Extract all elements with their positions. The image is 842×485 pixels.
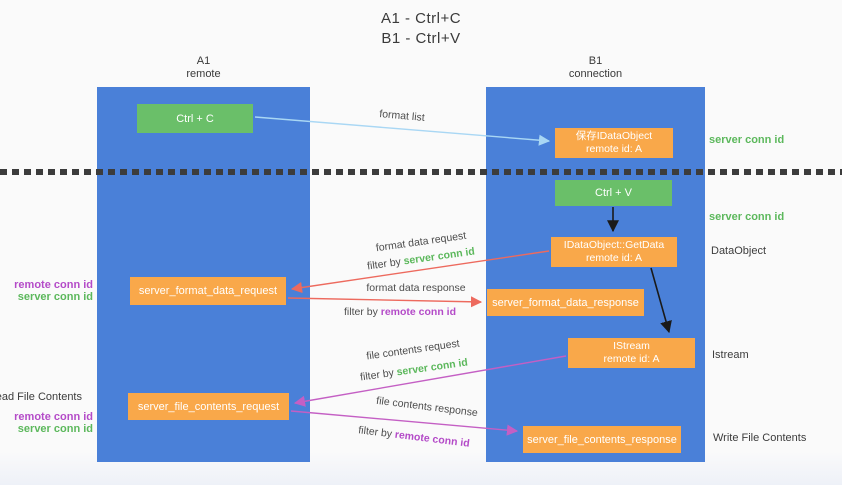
getdata-line2: remote id: A — [585, 252, 643, 264]
left-remote-conn-id-label-1: remote conn id — [14, 279, 93, 291]
dotted-separator-line — [0, 169, 842, 175]
filter-by-text: filter by — [343, 306, 381, 318]
ctrl-v-label: Ctrl + V — [595, 187, 632, 199]
write-file-contents-label: Write File Contents — [713, 432, 807, 444]
diagram-title: A1 - Ctrl+C B1 - Ctrl+V — [0, 9, 842, 49]
ctrl-c-box: Ctrl + C — [137, 104, 253, 133]
column-a1-subtitle: remote — [186, 68, 221, 80]
filter-by-remote-conn-id-label-1: filter by remote conn id — [344, 306, 456, 318]
column-b1-subtitle: connection — [568, 68, 623, 80]
format-data-response-label: format data response — [366, 282, 466, 294]
ctrl-c-label: Ctrl + C — [176, 112, 214, 125]
remote-conn-id-text: remote conn id — [394, 428, 471, 450]
server-file-contents-request-label: server_file_contents_request — [137, 400, 280, 413]
filter-by-text: filter by — [366, 255, 405, 273]
column-header-b1: B1 connection — [486, 55, 705, 81]
dataobject-label: DataObject — [711, 245, 767, 257]
istream-line2: remote id: A — [603, 353, 660, 365]
filter-by-remote-conn-id-label-2: filter by remote conn id — [358, 424, 471, 450]
title-line-a1: A1 - Ctrl+C — [380, 10, 462, 27]
save-idataobject-line1: 保存IDataObject — [575, 130, 653, 142]
ctrl-v-box: Ctrl + V — [555, 180, 672, 206]
istream-box: IStream remote id: A — [568, 338, 695, 368]
read-file-contents-label: Read File Contents — [0, 391, 82, 403]
format-data-response-arrow — [287, 296, 483, 308]
save-idataobject-box: 保存IDataObject remote id: A — [555, 128, 673, 158]
column-b1-name: B1 — [588, 55, 603, 67]
column-header-a1: A1 remote — [97, 55, 310, 81]
server-format-data-request-label: server_format_data_request — [138, 285, 278, 297]
right-server-conn-id-label-mid: server conn id — [709, 211, 785, 223]
file-contents-response-label: file contents response — [375, 394, 479, 420]
server-file-contents-request-box: server_file_contents_request — [128, 393, 289, 420]
server-format-data-response-box: server_format_data_response — [487, 289, 644, 316]
save-idataobject-line2: remote id: A — [585, 143, 643, 155]
left-remote-conn-id-label-2: remote conn id — [14, 411, 93, 423]
server-format-data-response-label: server_format_data_response — [492, 296, 639, 309]
filter-by-text: filter by — [359, 366, 398, 384]
column-a1-name: A1 — [196, 55, 211, 67]
format-list-label: format list — [378, 108, 426, 124]
left-server-conn-id-label-2: server conn id — [17, 423, 93, 435]
right-server-conn-id-label-top: server conn id — [709, 134, 785, 146]
getdata-line1: IDataObject::GetData — [563, 239, 665, 251]
server-conn-id-text: server conn id — [395, 356, 469, 379]
remote-conn-id-text: remote conn id — [380, 306, 457, 318]
filter-by-text: filter by — [357, 424, 396, 441]
istream-side-label: Istream — [712, 349, 749, 361]
left-server-conn-id-label-1: server conn id — [17, 291, 93, 303]
title-line-b1: B1 - Ctrl+V — [381, 30, 461, 47]
server-format-data-request-box: server_format_data_request — [130, 277, 286, 305]
server-file-contents-response-label: server_file_contents_response — [527, 433, 677, 446]
server-file-contents-response-box: server_file_contents_response — [523, 426, 681, 453]
idataobject-getdata-box: IDataObject::GetData remote id: A — [551, 237, 677, 267]
istream-line1: IStream — [613, 340, 650, 352]
file-contents-response-arrow — [290, 410, 519, 436]
